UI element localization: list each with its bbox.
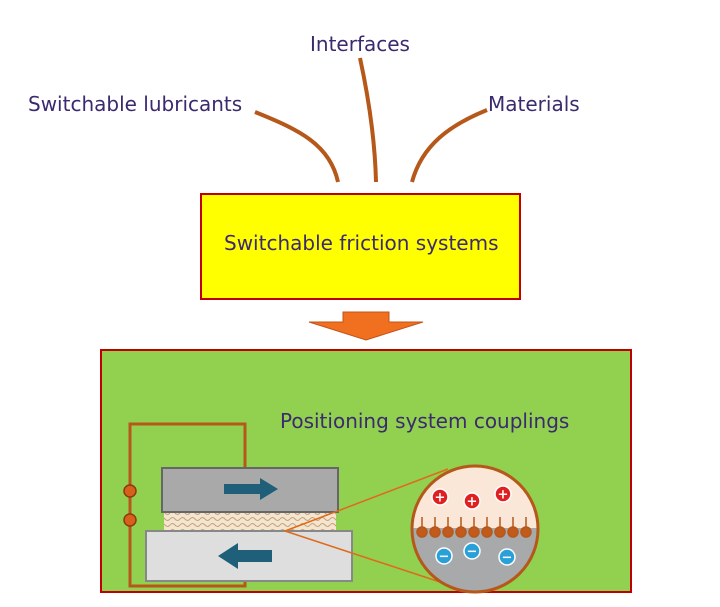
negative-ion — [435, 547, 453, 565]
output-box-label: Positioning system couplings — [280, 409, 570, 433]
down-arrow — [308, 311, 424, 341]
switchable-friction-systems-box: Switchable friction systems — [200, 193, 521, 300]
connector-left — [254, 110, 340, 183]
connector-top — [358, 57, 378, 183]
label-materials: Materials — [488, 92, 580, 116]
positive-ion — [463, 492, 481, 510]
zoom-circle — [410, 464, 540, 594]
right-arrow-icon — [224, 478, 278, 500]
center-box-label: Switchable friction systems — [224, 231, 499, 255]
minus-sign: − — [467, 545, 478, 560]
lubricant-layer — [164, 513, 336, 531]
plus-sign: + — [435, 491, 446, 506]
zoom-line-top — [284, 468, 449, 532]
positive-ion — [494, 485, 512, 503]
label-interfaces: Interfaces — [310, 32, 410, 56]
negative-ions — [435, 542, 516, 566]
negative-ion — [463, 542, 481, 560]
terminal-bottom — [123, 513, 137, 527]
label-switchable-lubricants: Switchable lubricants — [28, 92, 243, 116]
plus-sign: + — [498, 488, 509, 503]
terminal-top — [123, 484, 137, 498]
connector-right — [410, 108, 488, 183]
negative-ion — [498, 548, 516, 566]
zoom-line-bottom — [284, 530, 441, 583]
minus-sign: − — [502, 551, 513, 566]
positive-ion — [431, 488, 449, 506]
left-arrow-icon — [218, 543, 272, 569]
positive-ions — [431, 485, 512, 510]
plus-sign: + — [467, 495, 478, 510]
minus-sign: − — [439, 550, 450, 565]
molecule-row — [416, 517, 532, 538]
